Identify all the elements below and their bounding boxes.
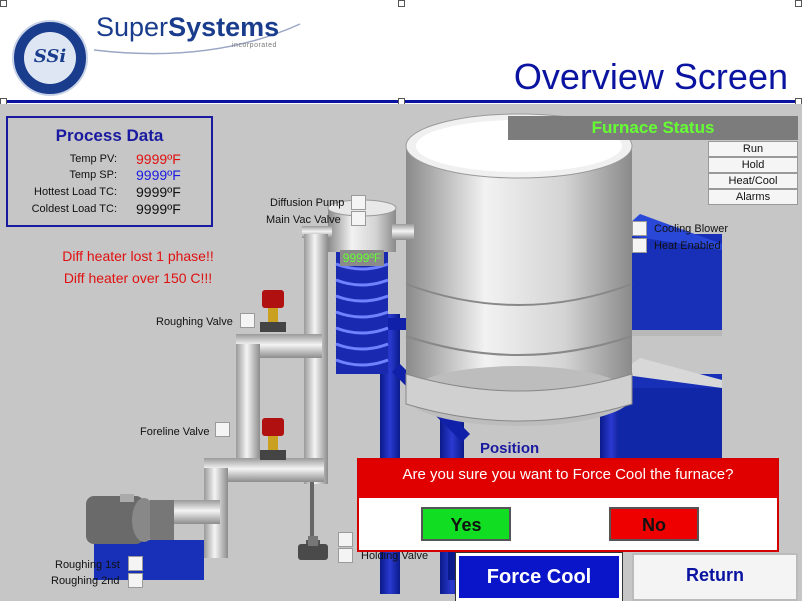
roughing-valve-label: Roughing Valve (156, 316, 233, 328)
return-button[interactable]: Return (632, 553, 798, 601)
resize-handle[interactable] (795, 0, 802, 7)
furnace-status-title: Furnace Status (508, 116, 798, 140)
heat-enabled-indicator[interactable] (632, 238, 647, 253)
status-run: Run (708, 141, 798, 157)
process-data-panel: Process Data Temp PV: 9999ºF Temp SP: 99… (6, 116, 213, 227)
diffusion-pump-indicator[interactable] (351, 195, 366, 210)
status-hold: Hold (708, 157, 798, 173)
dialog-question: Are you sure you want to Force Cool the … (359, 460, 777, 498)
roughing-1st-indicator[interactable] (128, 556, 143, 571)
cooling-blower-indicator[interactable] (632, 221, 647, 236)
roughing-1st-label: Roughing 1st (55, 559, 120, 571)
status-alarms: Alarms (708, 189, 798, 205)
main-vac-valve-indicator[interactable] (351, 211, 366, 226)
roughing-2nd-label: Roughing 2nd (51, 575, 120, 587)
resize-handle[interactable] (398, 0, 405, 7)
brand-subtitle: incorporated (232, 42, 277, 49)
alarm-message: Diff heater lost 1 phase!! (62, 248, 214, 264)
ssi-logo: SSi (12, 20, 88, 96)
temp-pv-value: 9999ºF (136, 151, 181, 167)
furnace-vessel (405, 113, 633, 426)
hottest-load-tc-label: Hottest Load TC: (34, 186, 117, 198)
logo-inner: SSi (24, 32, 76, 84)
alarm-message: Diff heater over 150 C!!! (63, 270, 213, 286)
holding-valve-label: Holding Valve (361, 550, 429, 562)
main-vac-valve-label: Main Vac Valve (266, 214, 341, 226)
foreline-valve-icon (260, 418, 286, 460)
no-button[interactable]: No (609, 507, 699, 541)
roughing-valve-indicator[interactable] (240, 313, 255, 328)
logo-text: SSi (33, 46, 67, 67)
brand-swoosh-icon (93, 23, 301, 55)
force-cool-button[interactable]: Force Cool (455, 552, 623, 601)
brand-name: SuperSystems (96, 12, 279, 43)
roughing-pump-icon (86, 494, 204, 580)
foreline-valve-indicator[interactable] (215, 422, 230, 437)
diffusion-pump-temp: 9999ºF (340, 250, 384, 266)
position-label: Position (480, 440, 540, 457)
coldest-load-tc-value: 9999ºF (136, 201, 181, 217)
yes-button[interactable]: Yes (421, 507, 511, 541)
brand-name-bold: Systems (168, 12, 280, 42)
resize-handle[interactable] (0, 0, 7, 7)
temp-sp-label: Temp SP: (69, 169, 117, 181)
holding-valve-indicator-upper[interactable] (338, 532, 353, 547)
page-title: Overview Screen (513, 56, 788, 97)
foreline-valve-label: Foreline Valve (140, 426, 210, 438)
header: SSi SuperSystems incorporated Overview S… (0, 0, 802, 105)
holding-valve-icon (298, 536, 328, 560)
diffusion-pump (327, 199, 414, 374)
brand-name-light: Super (96, 12, 169, 42)
roughing-2nd-indicator[interactable] (128, 573, 143, 588)
process-data-title: Process Data (55, 126, 164, 145)
temp-pv-label: Temp PV: (69, 153, 117, 165)
status-heat-cool: Heat/Cool (708, 173, 798, 189)
heat-enabled-label: Heat Enabled (654, 240, 721, 252)
holding-valve-indicator[interactable] (338, 548, 353, 563)
temp-sp-value: 9999ºF (136, 167, 181, 183)
diffusion-pump-label: Diffusion Pump (270, 197, 345, 209)
hottest-load-tc-value: 9999ºF (136, 184, 181, 200)
roughing-valve-icon (260, 290, 286, 332)
force-cool-confirm-dialog: Are you sure you want to Force Cool the … (357, 458, 779, 552)
coldest-load-tc-label: Coldest Load TC: (31, 203, 117, 215)
cooling-blower-label: Cooling Blower (654, 223, 728, 235)
hmi-canvas: Process Data Temp PV: 9999ºF Temp SP: 99… (0, 104, 802, 601)
